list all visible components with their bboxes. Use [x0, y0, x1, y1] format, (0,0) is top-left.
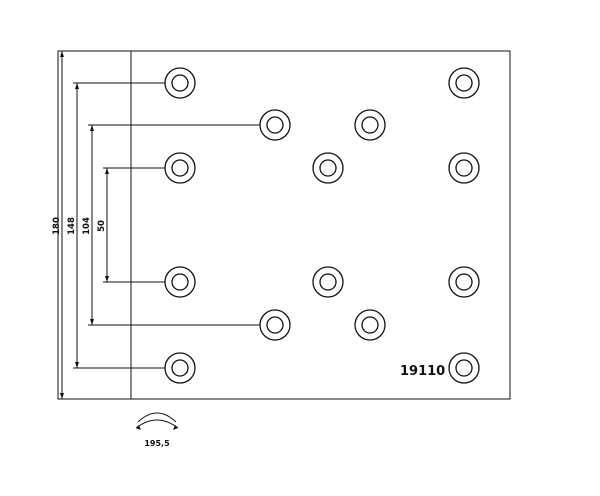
rivet-hole	[164, 266, 196, 298]
rivet-hole	[164, 352, 196, 384]
dimension-50: 50	[97, 167, 165, 283]
arc-length-symbol: 195,5	[135, 412, 179, 448]
rivet-hole	[448, 352, 480, 384]
rivet-holes	[164, 67, 480, 384]
arc-length-label: 195,5	[144, 439, 170, 448]
rivet-hole	[259, 109, 291, 141]
lining-outline	[57, 50, 511, 400]
rivet-hole	[448, 266, 480, 298]
dimension-label-148: 148	[67, 217, 77, 235]
rivet-hole	[164, 67, 196, 99]
dimension-148: 148	[67, 82, 165, 369]
dimension-label-104: 104	[82, 217, 92, 235]
rivet-hole	[164, 152, 196, 184]
rivet-hole	[259, 309, 291, 341]
dimension-180: 180	[52, 51, 64, 399]
dimension-label-50: 50	[97, 220, 107, 232]
rivet-hole	[312, 152, 344, 184]
rivet-hole	[448, 152, 480, 184]
part-number: 19110	[400, 364, 445, 379]
rivet-hole	[354, 309, 386, 341]
rivet-hole	[312, 266, 344, 298]
dimension-104: 104	[82, 124, 260, 326]
dimension-label-180: 180	[52, 217, 62, 235]
rivet-hole	[448, 67, 480, 99]
rivet-hole	[354, 109, 386, 141]
